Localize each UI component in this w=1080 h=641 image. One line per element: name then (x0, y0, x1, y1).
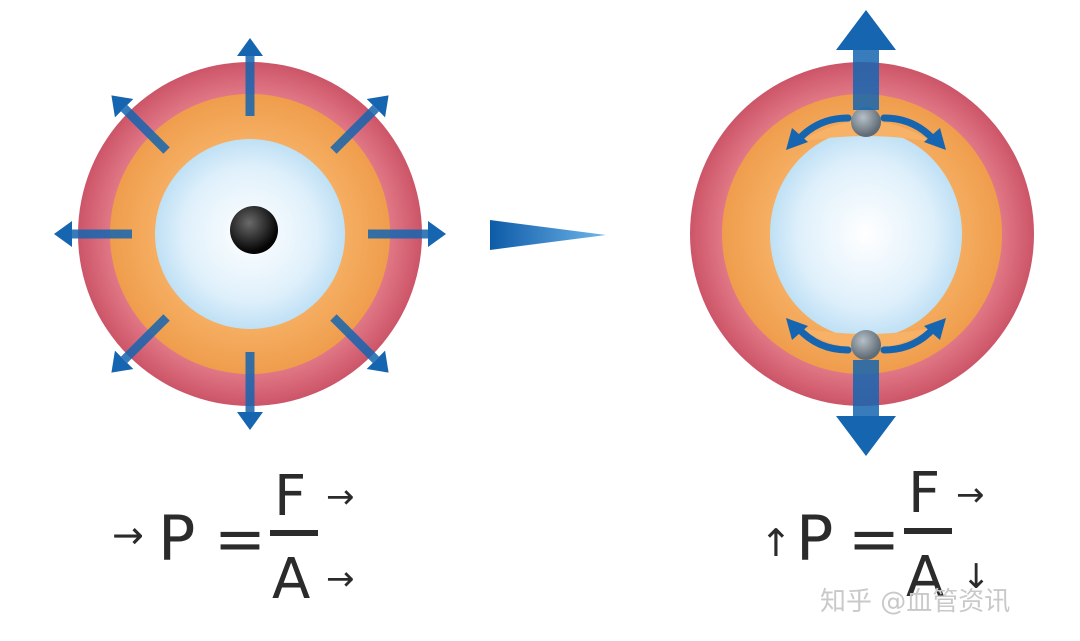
left-arrow-north-east-icon (366, 95, 389, 118)
left-denominator-arrow: → (326, 559, 355, 599)
right-denominator: A (906, 545, 944, 610)
right-numerator: F (908, 461, 940, 526)
left-arrow-west-icon (54, 221, 72, 247)
left-numerator: F (274, 464, 306, 529)
left-fraction-bar (270, 530, 318, 536)
right-denominator-arrow: ↓ (962, 557, 991, 597)
left-equals: = (214, 502, 266, 575)
right-p-symbol: P (796, 502, 833, 575)
transition-wedge-icon (490, 220, 606, 250)
right-top-balloon-ball (851, 107, 881, 137)
left-arrow-north-icon (237, 38, 263, 56)
right-down-arrow-icon (836, 416, 896, 456)
right-curved-arrowheads (786, 128, 946, 340)
right-lumen (770, 130, 962, 338)
right-equals: = (848, 502, 900, 575)
arrowhead-bottom-right-icon (924, 318, 946, 340)
arrowhead-top-left-icon (786, 128, 808, 150)
right-formula: ↑ P = F A → ↓ (760, 461, 991, 610)
right-p-arrow: ↑ (760, 521, 792, 565)
left-arrow-shaft-south-east (330, 314, 380, 364)
left-arrow-south-west-icon (111, 350, 134, 373)
left-p-symbol: P (158, 502, 195, 575)
right-down-arrow-shaft (853, 360, 879, 418)
watermark-text: 知乎 @血管资讯 (820, 587, 1010, 617)
right-up-arrow-icon (836, 10, 896, 50)
left-arrow-shaft-north-east (330, 104, 380, 154)
right-numerator-arrow: → (956, 475, 985, 515)
right-bottom-balloon-ball (851, 330, 881, 360)
left-formula: → P = F A → → (112, 464, 355, 612)
left-p-arrow: → (112, 513, 144, 557)
left-arrow-east-icon (428, 221, 446, 247)
left-catheter (230, 206, 278, 254)
left-arrow-shaft-north-west (120, 104, 170, 154)
left-numerator-arrow: → (326, 477, 355, 517)
left-arrow-north-west-icon (111, 95, 134, 118)
right-vessel (690, 62, 1034, 406)
arrowhead-top-right-icon (924, 128, 946, 150)
left-arrow-shaft-south-west (120, 314, 170, 364)
left-pressure-arrows (54, 38, 446, 430)
right-up-arrow-shaft (853, 48, 879, 110)
left-arrow-south-icon (237, 412, 263, 430)
left-denominator: A (272, 547, 310, 612)
right-vertical-arrows (836, 10, 896, 456)
right-fraction-bar (904, 528, 952, 534)
left-arrow-south-east-icon (366, 350, 389, 373)
arrowhead-bottom-left-icon (786, 318, 808, 340)
